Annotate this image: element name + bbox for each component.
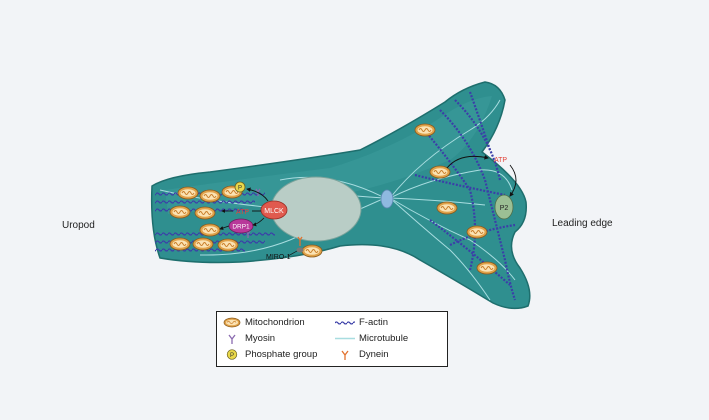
svg-text:P: P bbox=[230, 353, 234, 359]
legend-label: Dynein bbox=[359, 349, 389, 360]
mlck-label: MLCK bbox=[264, 208, 284, 215]
legend-item-phosphate: P Phosphate group bbox=[223, 349, 317, 360]
mitochondrion-icon bbox=[223, 317, 241, 328]
leading-edge-label: Leading edge bbox=[552, 218, 613, 229]
legend-item-microtubule: Microtubule bbox=[335, 333, 408, 344]
dynein-icon bbox=[341, 350, 349, 360]
cell-highlight bbox=[165, 96, 492, 214]
atp-to-p2-arrow bbox=[509, 164, 517, 197]
legend-item-dynein: Dynein bbox=[335, 349, 389, 360]
f-actin-icon bbox=[335, 320, 355, 325]
legend-item-myosin: Myosin bbox=[223, 333, 275, 344]
centrosome bbox=[380, 189, 394, 209]
legend-label: Mitochondrion bbox=[245, 317, 305, 328]
dynein-icon bbox=[297, 236, 303, 246]
mlck-enzyme bbox=[260, 200, 288, 220]
p2-label: P2 bbox=[500, 205, 509, 212]
atp-label-leading-edge: ATP bbox=[494, 157, 507, 164]
mlck-to-phosphate-arrow bbox=[246, 187, 269, 202]
legend-item-mitochondrion: Mitochondrion bbox=[223, 317, 305, 328]
legend-label: Myosin bbox=[245, 333, 276, 344]
legend-item-f-actin: F-actin bbox=[335, 317, 388, 328]
legend-label: F-actin bbox=[359, 317, 389, 328]
legend: Mitochondrion Myosin P Phosphate group F… bbox=[216, 311, 448, 367]
atp-label-uropod: ATP bbox=[236, 209, 249, 216]
legend-label: Microtubule bbox=[359, 333, 409, 344]
microtubule-icon bbox=[335, 337, 355, 340]
miro1-protein bbox=[296, 247, 304, 253]
myosin-icon bbox=[228, 334, 236, 344]
mito-to-atp-arrow bbox=[446, 155, 489, 169]
drp1-label: DRP1 bbox=[232, 224, 250, 231]
uropod-label: Uropod bbox=[62, 220, 95, 231]
phosphate-group: P bbox=[234, 181, 246, 193]
phosphate-icon: P bbox=[226, 349, 238, 360]
miro1-label: MIRO-1 bbox=[266, 254, 291, 261]
svg-text:P: P bbox=[238, 186, 242, 192]
p2-receptor bbox=[494, 194, 514, 220]
f-actin-leading-edge bbox=[414, 91, 517, 301]
legend-label: Phosphate group bbox=[245, 349, 318, 360]
